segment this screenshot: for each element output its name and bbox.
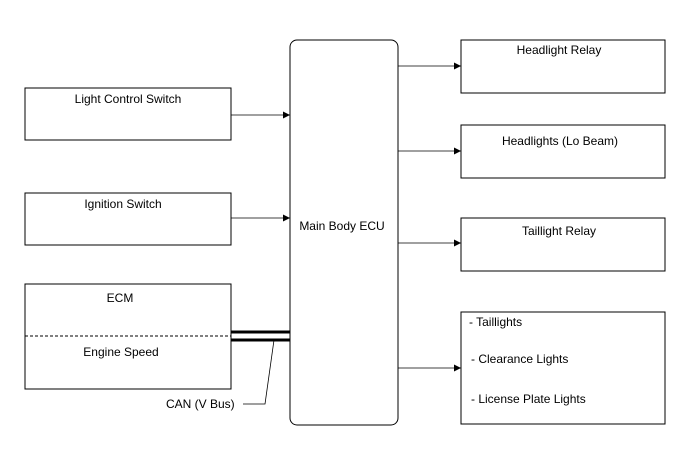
can-bus-leader — [243, 339, 275, 405]
taillight-relay-box — [460, 217, 666, 272]
taillights-label: - Taillights — [469, 315, 522, 329]
clearance-lights-label: - Clearance Lights — [471, 352, 568, 366]
license-plate-lights-label: - License Plate Lights — [471, 392, 586, 406]
headlights-lo-beam-label: Headlights (Lo Beam) — [502, 134, 618, 148]
ignition-switch-box — [24, 192, 232, 246]
headlights-lo-beam-box — [460, 124, 666, 179]
light-control-switch-box — [24, 87, 232, 141]
ecm-engine-speed-label: Engine Speed — [83, 345, 158, 359]
headlight-relay-box — [460, 39, 666, 94]
light-control-switch-label: Light Control Switch — [75, 92, 182, 106]
taillight-relay-label: Taillight Relay — [522, 224, 596, 238]
main-body-ecu-box — [289, 39, 399, 426]
main-body-ecu-label: Main Body ECU — [299, 219, 384, 233]
ecm-title: ECM — [107, 291, 134, 305]
can-bus-label: CAN (V Bus) — [166, 397, 235, 411]
lights-group-box — [460, 311, 666, 425]
headlight-relay-label: Headlight Relay — [517, 43, 602, 57]
ignition-switch-label: Ignition Switch — [84, 197, 161, 211]
